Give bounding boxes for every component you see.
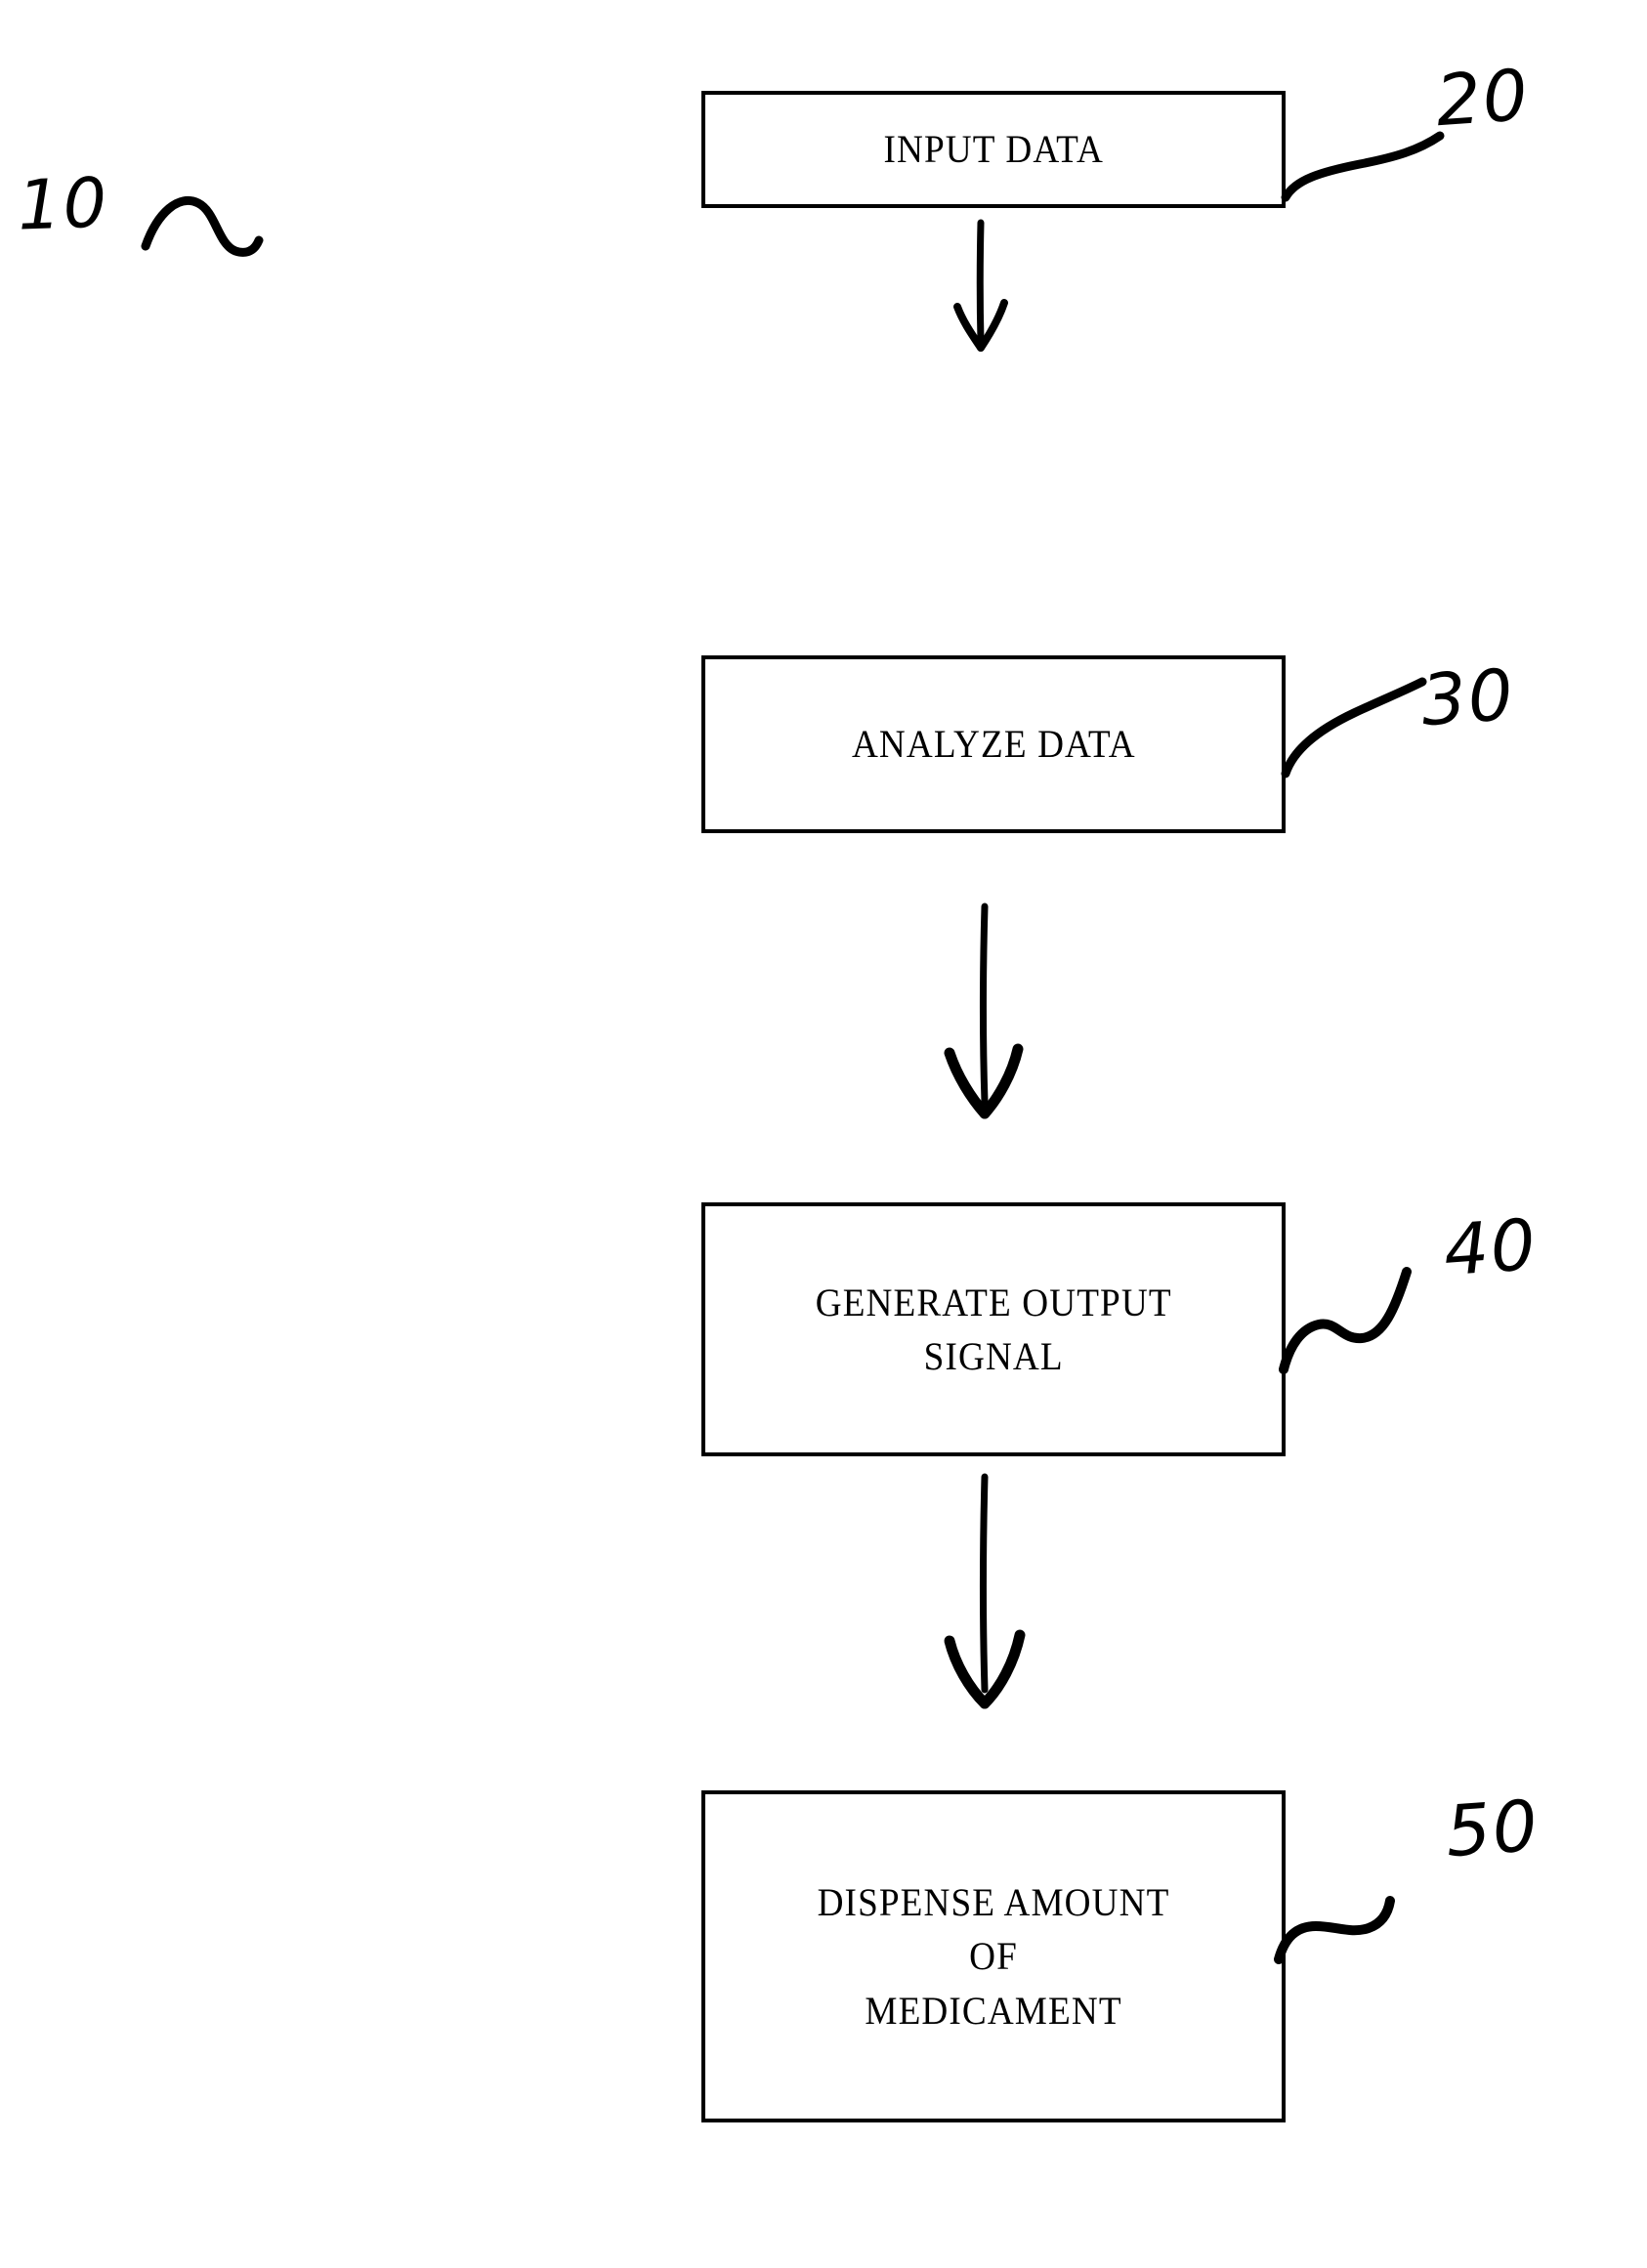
reference-numeral-20: 20 bbox=[1433, 53, 1533, 143]
leader-line-50 bbox=[1274, 1836, 1460, 1983]
process-label-analyze-data: ANALYZE DATA bbox=[851, 722, 1136, 767]
process-box-input-data[interactable]: INPUT DATA bbox=[701, 91, 1286, 208]
reference-numeral-10: 10 bbox=[16, 162, 110, 246]
process-label-input-data: INPUT DATA bbox=[883, 127, 1104, 172]
reference-numeral-30: 30 bbox=[1418, 652, 1518, 742]
reference-numeral-50: 50 bbox=[1443, 1784, 1542, 1873]
leader-line-40 bbox=[1279, 1239, 1465, 1375]
process-box-analyze-data[interactable]: ANALYZE DATA bbox=[701, 655, 1286, 833]
process-label-generate-output-signal: GENERATE OUTPUT SIGNAL bbox=[815, 1280, 1172, 1378]
connector-arrow-3 bbox=[922, 1473, 1049, 1721]
reference-numeral-40: 40 bbox=[1441, 1202, 1541, 1292]
connector-arrow-2 bbox=[922, 903, 1049, 1126]
process-box-generate-output-signal[interactable]: GENERATE OUTPUT SIGNAL bbox=[701, 1202, 1286, 1456]
process-label-dispense-medicament: DISPENSE AMOUNT OF MEDICAMENT bbox=[817, 1880, 1170, 2033]
squiggle-tilde-10 bbox=[141, 174, 269, 262]
connector-arrow-1 bbox=[922, 219, 1039, 359]
process-box-dispense-medicament[interactable]: DISPENSE AMOUNT OF MEDICAMENT bbox=[701, 1790, 1286, 2122]
